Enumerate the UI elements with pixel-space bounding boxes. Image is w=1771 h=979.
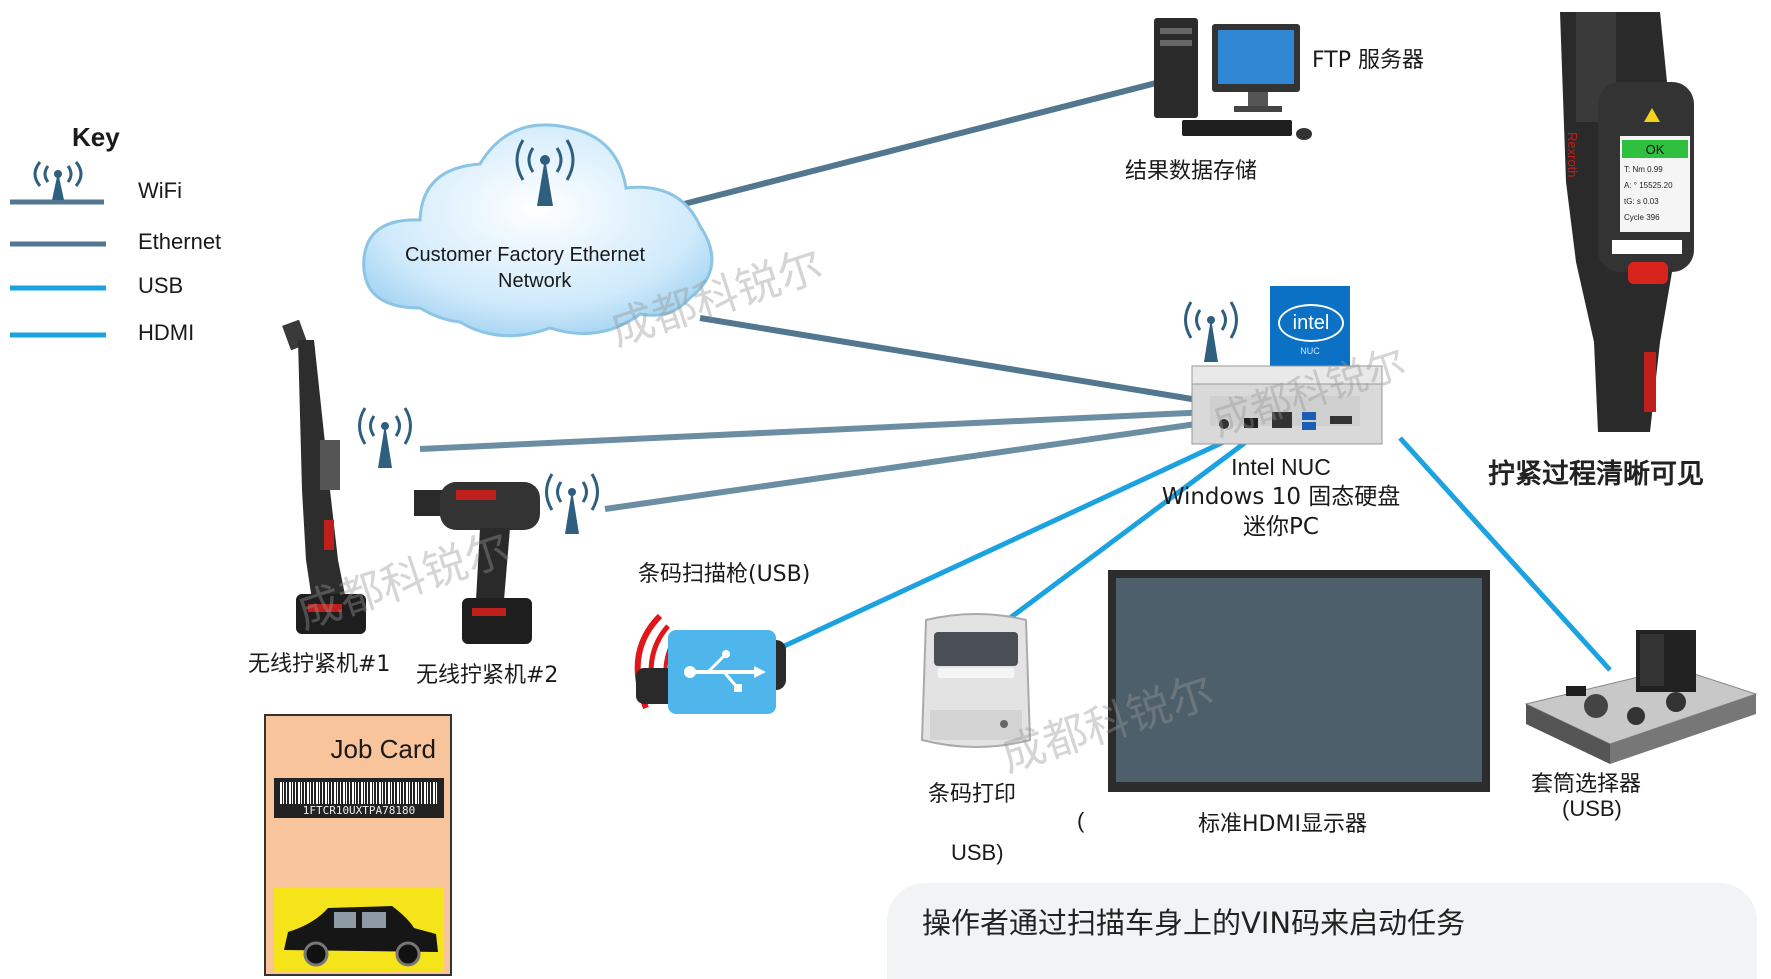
legend-title: Key xyxy=(72,122,120,152)
nuc-label-line3: 迷你PC xyxy=(1243,514,1319,540)
bottom-banner-text: 操作者通过扫描车身上的VIN码来启动任务 xyxy=(922,906,1466,940)
intel-logo-sub: NUC xyxy=(1300,346,1320,356)
scanner-label: 条码扫描枪(USB) xyxy=(638,562,811,587)
wireless-wrench-2-icon xyxy=(414,482,540,644)
hdmi-monitor-icon xyxy=(1108,570,1490,792)
cloud-icon xyxy=(362,123,714,338)
tool-screen-row-3: tG: s 0.03 xyxy=(1624,197,1659,206)
intel-logo-text: intel xyxy=(1278,304,1344,342)
wrench-2-label: 无线拧紧机#2 xyxy=(416,663,559,688)
ethernet-cloud-ftp xyxy=(679,79,1161,208)
barcode-printer-icon xyxy=(920,613,1032,748)
barcode-number: 1FTCR10UXTPA78180 xyxy=(302,804,416,817)
intel-nuc-device-icon xyxy=(1191,365,1383,445)
nuc-wifi-icon xyxy=(1184,301,1238,362)
monitor-label: 标准HDMI显示器 xyxy=(1198,812,1367,837)
job-card: Job Card 1FTCR10UXTPA78180 xyxy=(264,714,452,976)
legend-ethernet-label: Ethernet xyxy=(138,229,222,254)
ftp-server-label: FTP 服务器 xyxy=(1312,48,1424,73)
wrench-2-wifi-icon xyxy=(545,473,599,534)
legend-usb-label: USB xyxy=(138,273,184,298)
legend-hdmi-swatch xyxy=(10,332,106,338)
job-card-title: Job Card xyxy=(330,734,437,764)
barcode-bars-icon xyxy=(280,782,438,804)
tool-screen-status: OK xyxy=(1646,142,1665,157)
intel-logo-icon: intel NUC xyxy=(1270,286,1350,366)
wifi-wrench1-nuc xyxy=(419,409,1211,452)
tool-screen-row-1: T: Nm 0.99 xyxy=(1624,165,1663,174)
ethernet-cloud-nuc xyxy=(699,315,1211,405)
wrench-1-wifi-icon xyxy=(358,407,412,468)
printer-label-line1: 条码打印 xyxy=(928,782,1017,807)
cloud-label-line1: Customer Factory Ethernet xyxy=(405,244,646,266)
printer-label-line2: ( xyxy=(1077,808,1085,833)
ftp-result-storage-label: 结果数据存储 xyxy=(1125,159,1258,184)
legend-usb-swatch xyxy=(10,285,106,291)
ftp-server-computer-icon xyxy=(1154,18,1312,140)
wifi-wrench2-nuc xyxy=(604,419,1211,512)
cloud-wifi-icon xyxy=(515,139,575,206)
wrench-1-label: 无线拧紧机#1 xyxy=(248,652,391,677)
cloud-label-line2: Network xyxy=(498,270,572,292)
legend-wifi-label: WiFi xyxy=(138,178,182,203)
usb-printer-nuc xyxy=(1008,439,1248,621)
wireless-wrench-1-icon xyxy=(282,320,366,634)
nutrunner-tool-icon: OK T: Nm 0.99 A: ° 15525.20 tG: s 0.03 C… xyxy=(1560,12,1694,432)
wifi-legend-icon xyxy=(10,161,104,205)
legend-ethernet-swatch xyxy=(10,241,106,247)
bottom-banner xyxy=(887,883,1757,979)
nuc-label-line1: Intel NUC xyxy=(1231,454,1331,480)
job-card-car-image xyxy=(274,888,444,972)
taxi-car-icon xyxy=(284,906,438,967)
tool-brand-text: Rexroth xyxy=(1565,132,1580,178)
tool-caption: 拧紧过程清晰可见 xyxy=(1488,459,1704,490)
legend-hdmi-label: HDMI xyxy=(138,320,195,345)
nuc-label-line2: Windows 10 固态硬盘 xyxy=(1161,484,1401,510)
barcode-scanner-icon xyxy=(634,613,786,714)
job-card-barcode: 1FTCR10UXTPA78180 xyxy=(274,778,444,818)
usb-selector-nuc xyxy=(1398,436,1612,672)
printer-label-line3: USB) xyxy=(951,840,1004,865)
socket-selector-icon xyxy=(1524,630,1758,764)
tool-screen-row-4: Cycle 396 xyxy=(1624,213,1660,222)
selector-label-line1: 套筒选择器 xyxy=(1531,772,1642,797)
tool-screen-row-2: A: ° 15525.20 xyxy=(1624,181,1673,190)
usb-scanner-nuc xyxy=(778,437,1230,651)
selector-label-line2: (USB) xyxy=(1562,796,1622,821)
hdmi-monitor-screen xyxy=(1116,578,1482,782)
